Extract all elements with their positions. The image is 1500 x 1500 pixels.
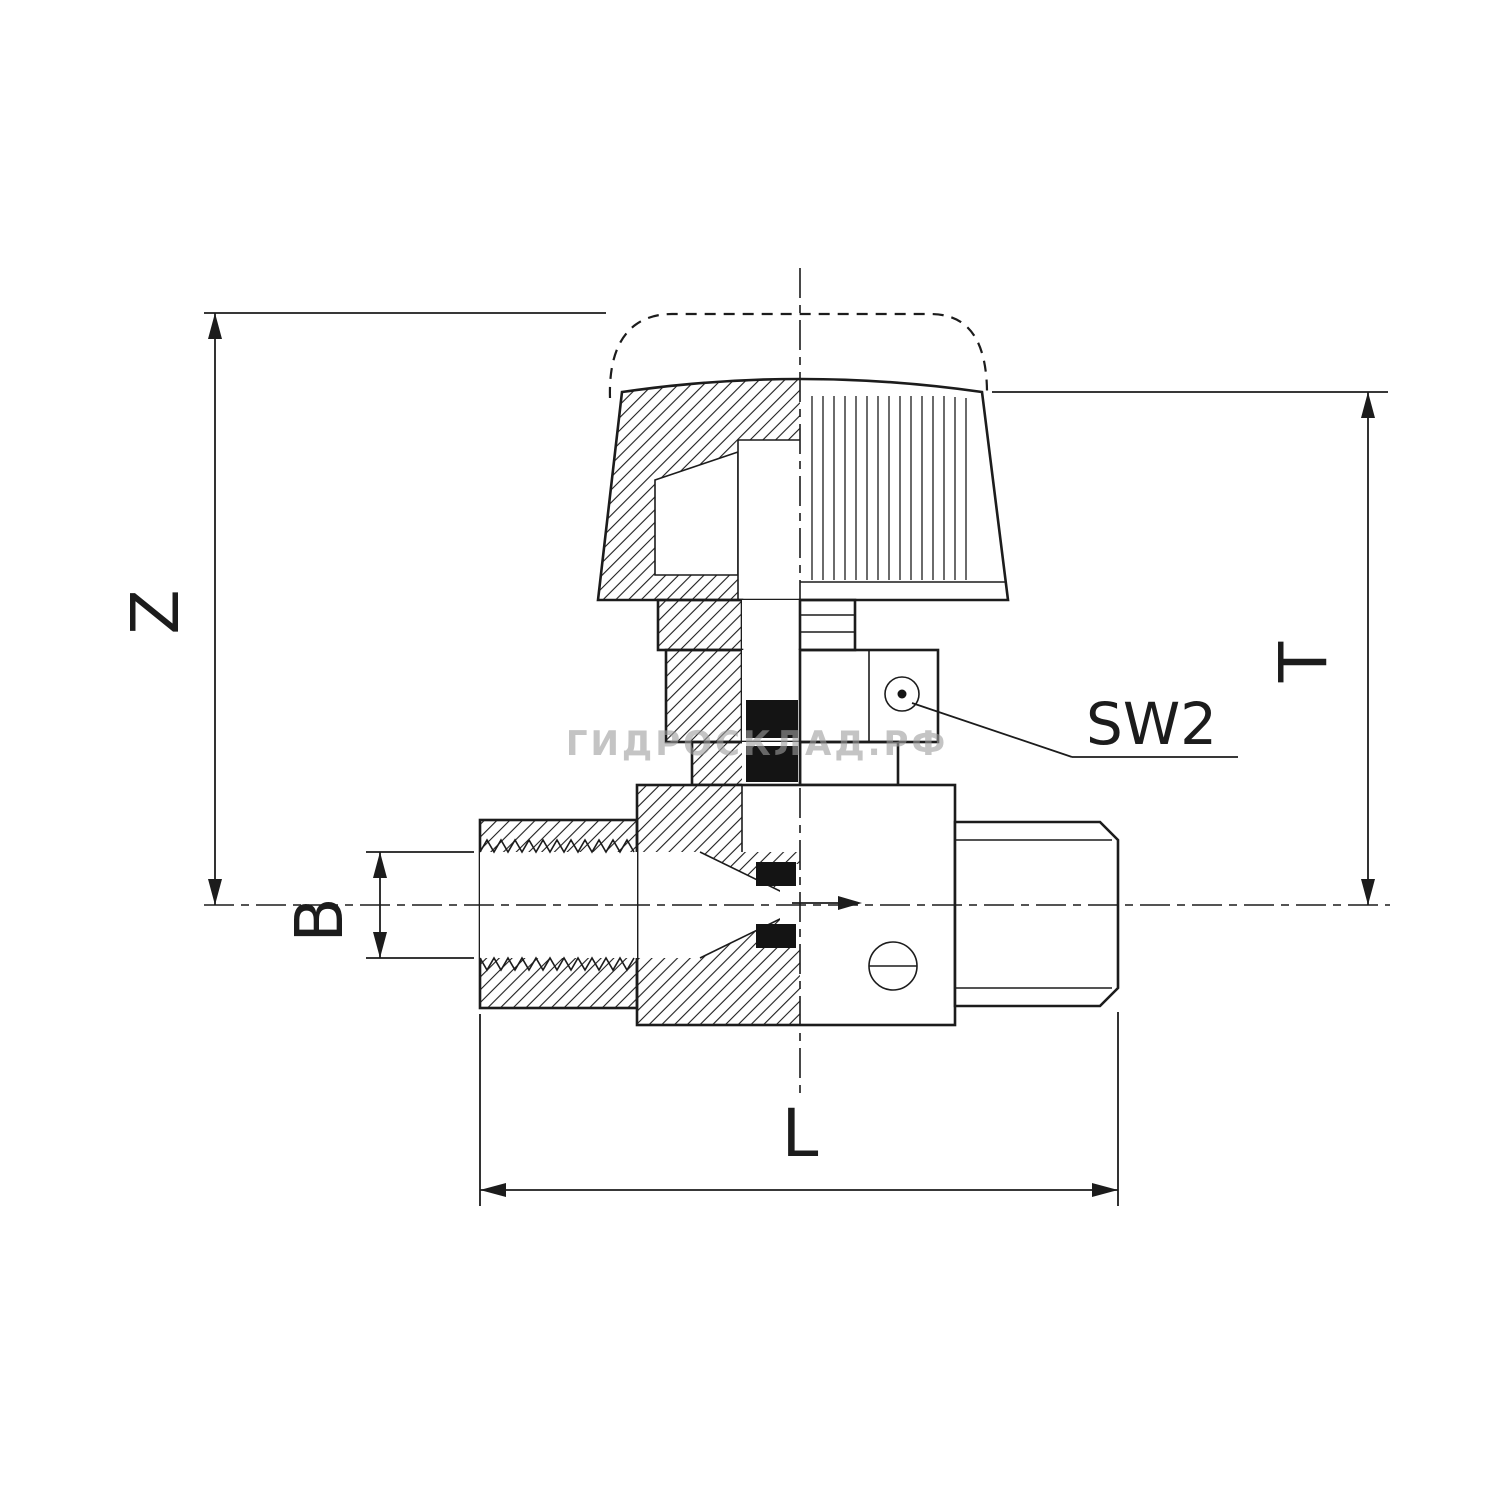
watermark-text: ГИДРОСКЛАД.РФ — [566, 724, 948, 764]
knob-knurling — [811, 396, 967, 580]
sw2-callout-label: SW2 — [1086, 690, 1217, 758]
valve-knob — [596, 312, 1010, 602]
sw2-leader-line — [911, 702, 1073, 758]
stem-bore — [742, 785, 800, 852]
thread-profile-top — [479, 838, 635, 854]
dimension-z: Z — [117, 312, 606, 905]
nut-detent-ball — [884, 676, 920, 712]
dimension-b-label: B — [281, 897, 358, 942]
dimension-l-label: L — [782, 1095, 819, 1172]
thread-profile-bottom — [479, 956, 635, 972]
packing-seal — [746, 700, 798, 738]
ball-seat-upper — [756, 862, 796, 886]
callout-sw2: SW2 — [911, 690, 1238, 758]
valve-stem — [656, 598, 857, 652]
left-port — [478, 818, 639, 1010]
knob-recess — [655, 452, 738, 575]
ball-seat-lower — [756, 924, 796, 948]
flange-step — [690, 740, 900, 787]
knob-stem-slot — [738, 440, 800, 600]
right-port-outline — [953, 820, 1120, 1008]
dimension-l: L — [479, 1012, 1119, 1206]
right-port — [953, 820, 1120, 1008]
hex-nut — [664, 648, 940, 744]
dimension-t: T — [992, 391, 1388, 905]
centerlines — [204, 268, 1390, 1098]
dimension-z-label: Z — [117, 589, 194, 634]
knob-outline — [596, 377, 1010, 602]
knob-cap-hidden-outline — [608, 312, 989, 399]
dimension-t-label: T — [1265, 641, 1342, 683]
lower-seal — [746, 746, 798, 782]
dimension-b: B — [281, 851, 474, 959]
